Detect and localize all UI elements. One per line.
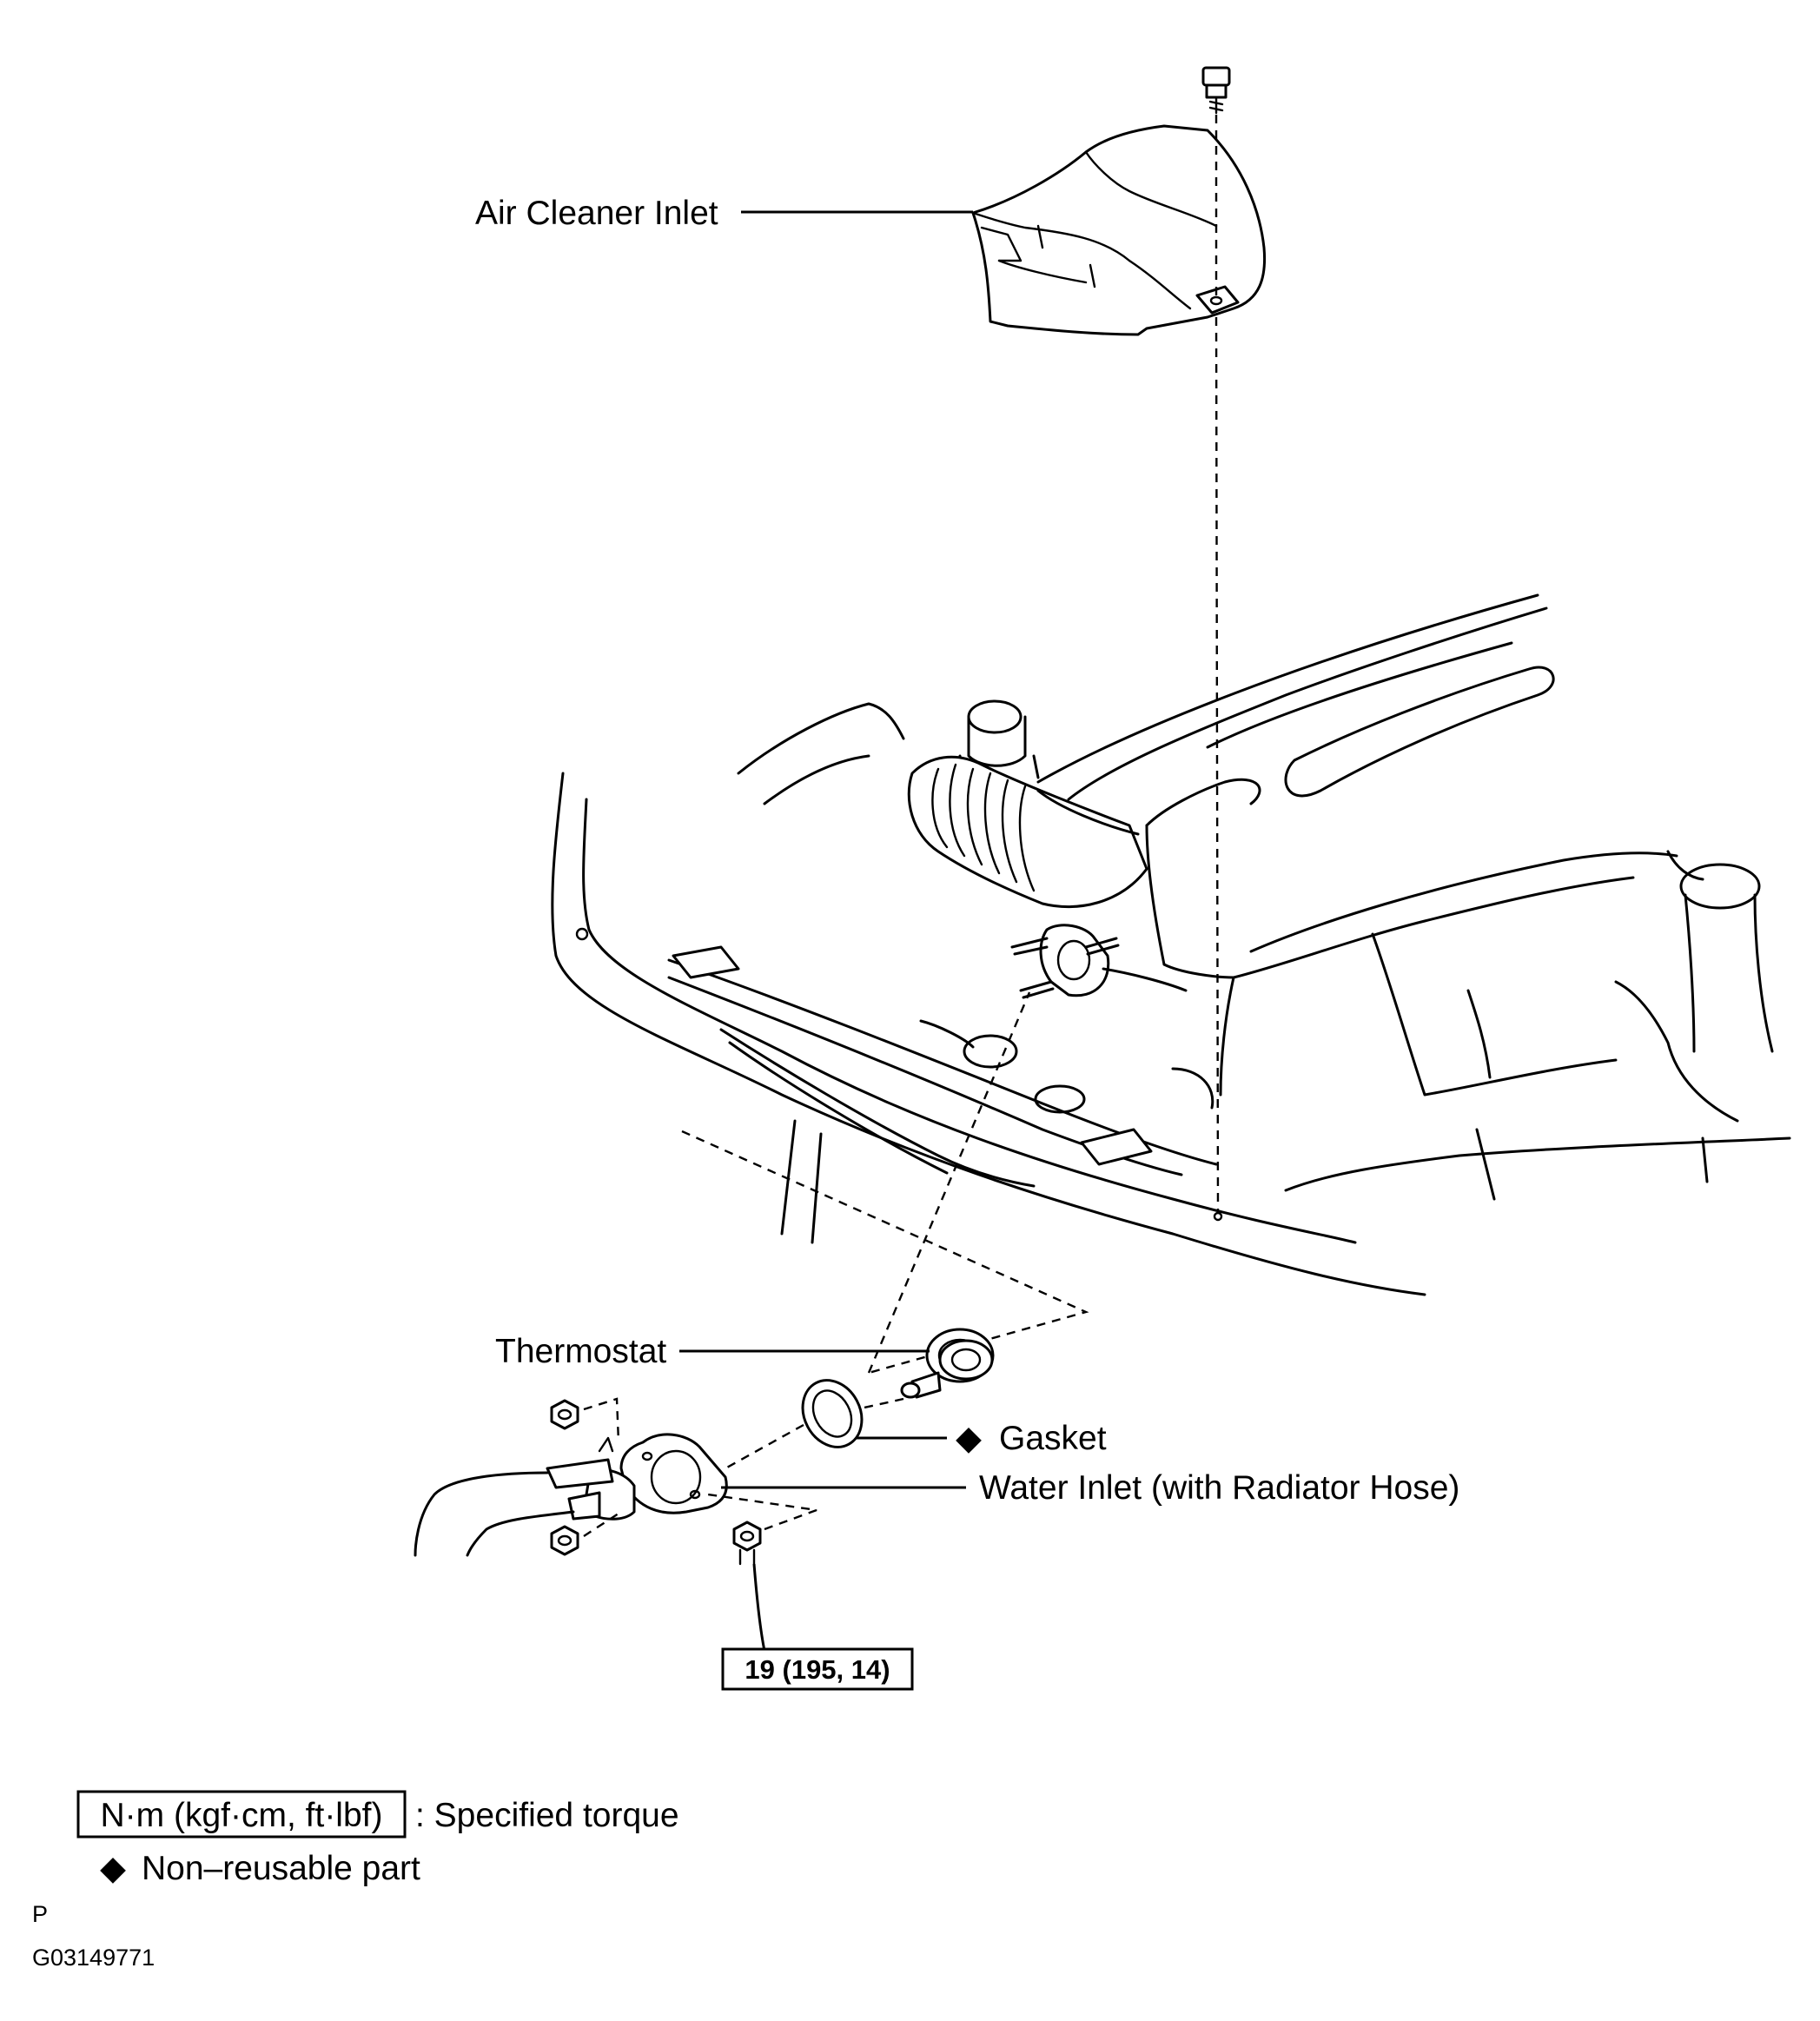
torque-leader — [752, 1563, 766, 1652]
air-cleaner-inlet-part — [971, 124, 1267, 336]
legend-non-reusable: Non–reusable part — [142, 1850, 420, 1887]
nut-guide-lower-left — [583, 1510, 622, 1538]
thermostat-label: Thermostat — [495, 1333, 666, 1370]
legend-torque-units: N·m (kgf·cm, ft·lbf) — [101, 1797, 383, 1834]
footer-code: G03149771 — [32, 1945, 155, 1971]
thermostat-part — [900, 1328, 995, 1399]
torque-value-label: 19 (195, 14) — [745, 1654, 890, 1685]
bolt-top — [1201, 66, 1231, 115]
legend-torque-desc: : Specified torque — [415, 1797, 679, 1834]
air-cleaner-inlet-label: Air Cleaner Inlet — [475, 195, 718, 232]
torque-value-box — [721, 1647, 914, 1691]
engine-bay-illustration — [551, 593, 1791, 1375]
nut-right-lower — [732, 1521, 762, 1566]
nut-guide-lower-right — [707, 1493, 817, 1531]
nut-left-upper — [550, 1399, 579, 1430]
gasket-diamond-icon: ◆ — [956, 1420, 982, 1457]
gasket-guide-line — [725, 1423, 804, 1470]
bolt-hole-mark — [1213, 1211, 1223, 1222]
legend-torque-box — [76, 1790, 407, 1839]
thermostat-guide-line — [864, 1397, 904, 1409]
radiator-hose — [414, 1471, 575, 1557]
legend-diamond-icon: ◆ — [100, 1850, 126, 1887]
bolt-guide-line — [1214, 115, 1220, 1213]
footer-letter: P — [32, 1901, 48, 1927]
gasket-label: Gasket — [999, 1420, 1107, 1457]
nut-left-lower — [550, 1525, 579, 1556]
water-inlet-part — [546, 1433, 728, 1521]
water-inlet-label: Water Inlet (with Radiator Hose) — [979, 1469, 1459, 1507]
nut-guide-upper — [583, 1397, 620, 1443]
gasket-part — [801, 1379, 864, 1448]
